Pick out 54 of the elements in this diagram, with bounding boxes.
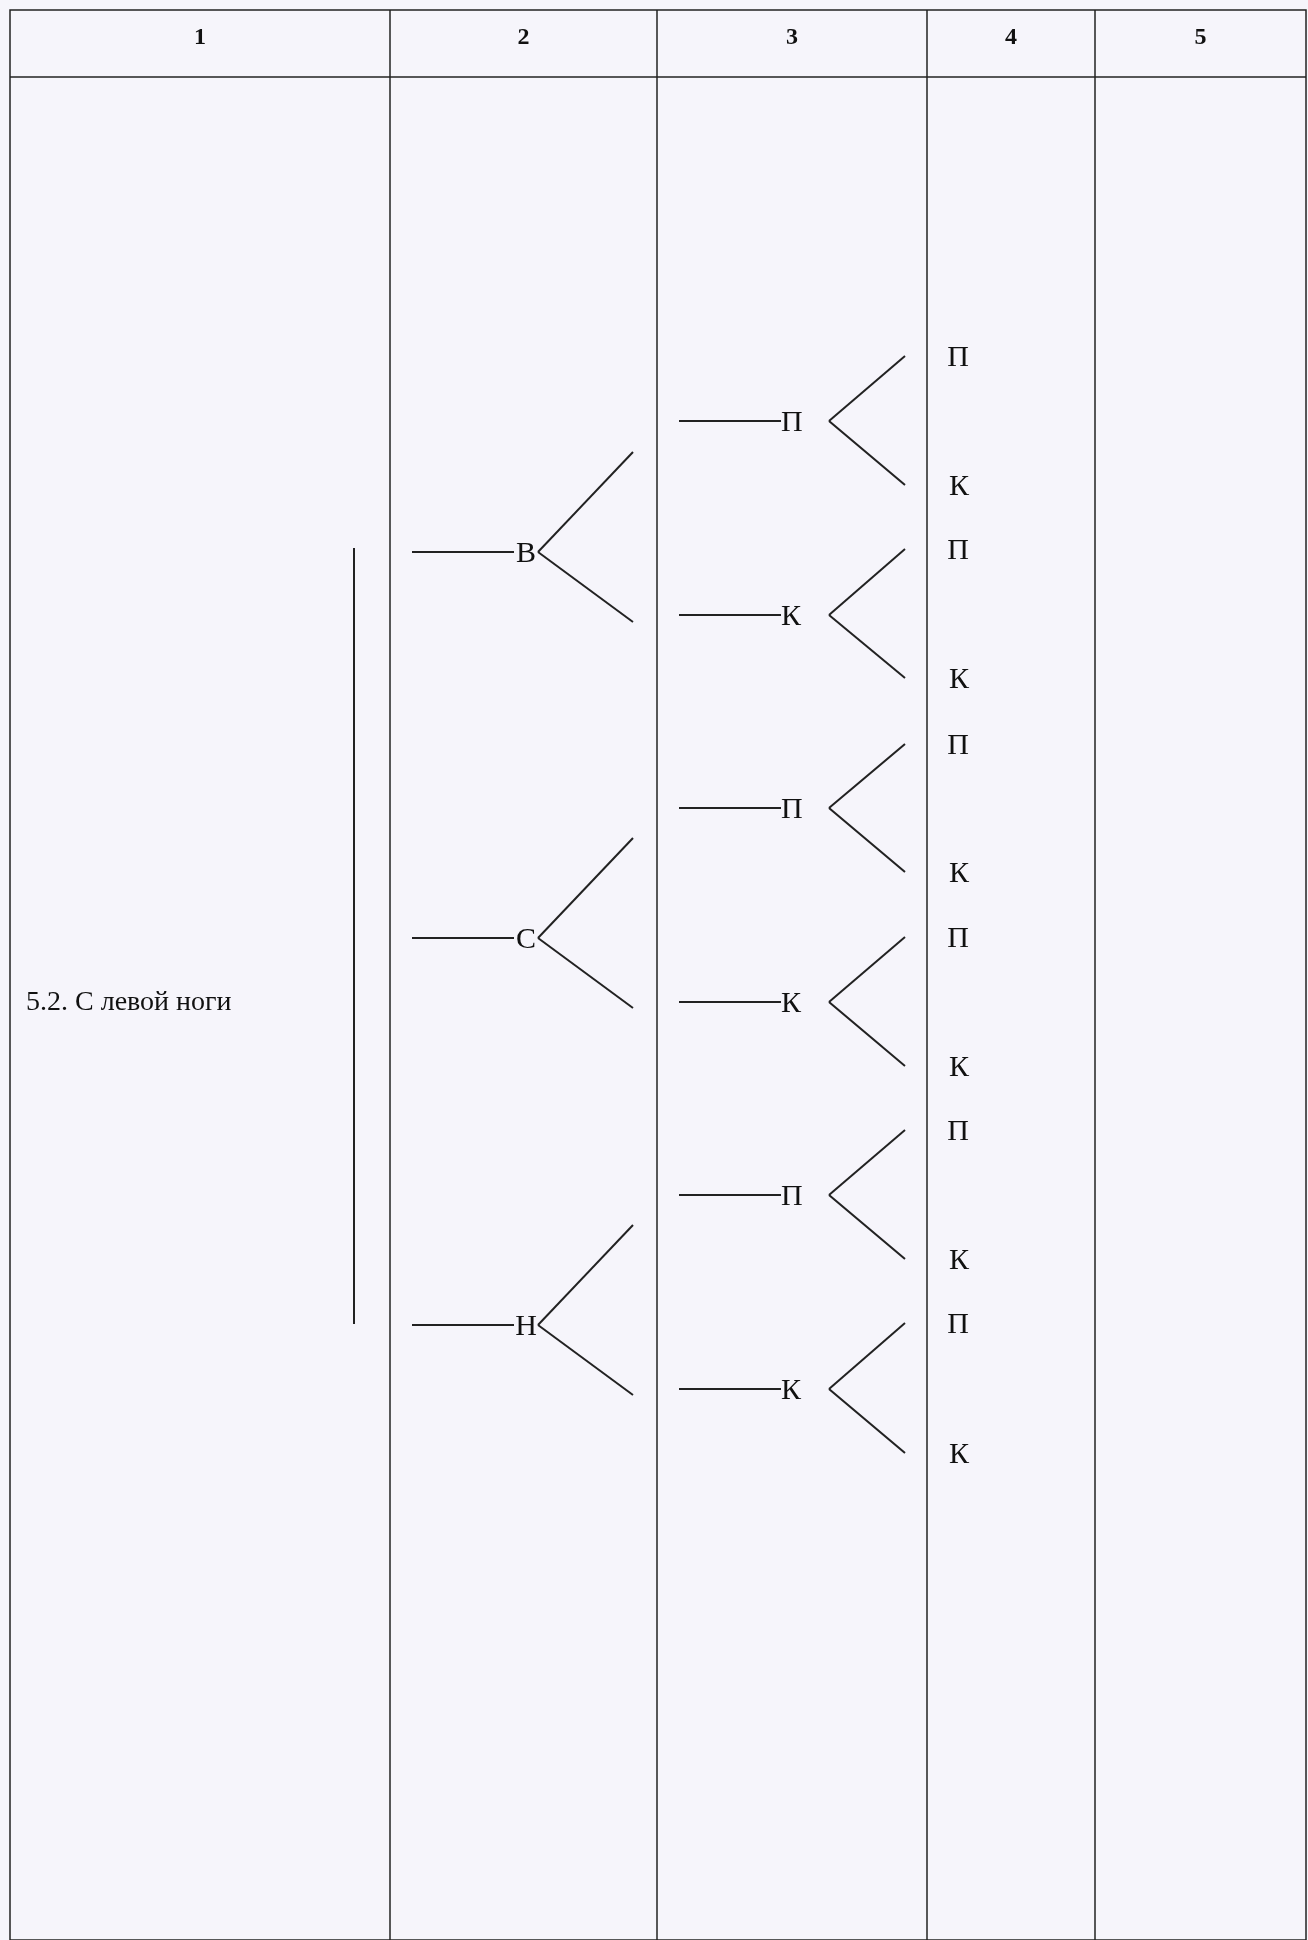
leaf-letter: К [905, 1049, 969, 1083]
connector-line [537, 837, 634, 939]
connector-line [828, 1322, 906, 1390]
connector-line [828, 1001, 906, 1067]
connector-line [678, 614, 782, 616]
leaf-letter: П [905, 727, 969, 761]
leaf-letter: П [905, 339, 969, 373]
tree-letter: К [781, 598, 829, 632]
connector-line [678, 1001, 782, 1003]
tree-letter: В [514, 535, 538, 569]
leaf-letter: К [905, 468, 969, 502]
tree-letter: П [781, 791, 829, 825]
column-header: 3 [785, 22, 799, 50]
connector-line [411, 1324, 515, 1326]
connector-line [828, 1388, 906, 1454]
tree-letter: П [781, 404, 829, 438]
connector-line [537, 551, 634, 623]
tree-letter: К [781, 985, 829, 1019]
leaf-letter: К [905, 1242, 969, 1276]
connector-line [678, 1388, 782, 1390]
tree-letter: П [781, 1178, 829, 1212]
connector-line [828, 743, 906, 809]
connector-line [828, 936, 906, 1003]
connector-line [828, 355, 906, 422]
connector-line [537, 937, 634, 1009]
leaf-letter: К [905, 855, 969, 889]
connector-line [828, 548, 906, 616]
tree-letter: К [781, 1372, 829, 1406]
connector-line [537, 451, 634, 553]
connector-line [411, 551, 515, 553]
leaf-letter: П [905, 1306, 969, 1340]
connector-line [678, 807, 782, 809]
column-header: 4 [1004, 22, 1018, 50]
connector-line [537, 1324, 634, 1396]
connector-line [828, 1194, 906, 1260]
leaf-letter: П [905, 920, 969, 954]
tree-letter: С [514, 921, 538, 955]
connector-line [537, 1224, 634, 1326]
tree-letter: Н [514, 1308, 538, 1342]
leaf-letter: П [905, 532, 969, 566]
leaf-letter: П [905, 1113, 969, 1147]
connector-line [828, 614, 906, 679]
connector-line [411, 937, 515, 939]
leaf-letter: К [905, 1436, 969, 1470]
column-header: 2 [516, 22, 531, 50]
row-label: 5.2. С левой ноги [26, 984, 232, 1018]
connector-line [828, 1129, 906, 1196]
leaf-letter: К [905, 661, 969, 695]
column-header: 1 [193, 22, 207, 50]
column-header: 5 [1193, 22, 1208, 50]
connector-line [678, 420, 782, 422]
connector-line [828, 807, 906, 873]
connector-line [828, 420, 906, 486]
connector-line [678, 1194, 782, 1196]
